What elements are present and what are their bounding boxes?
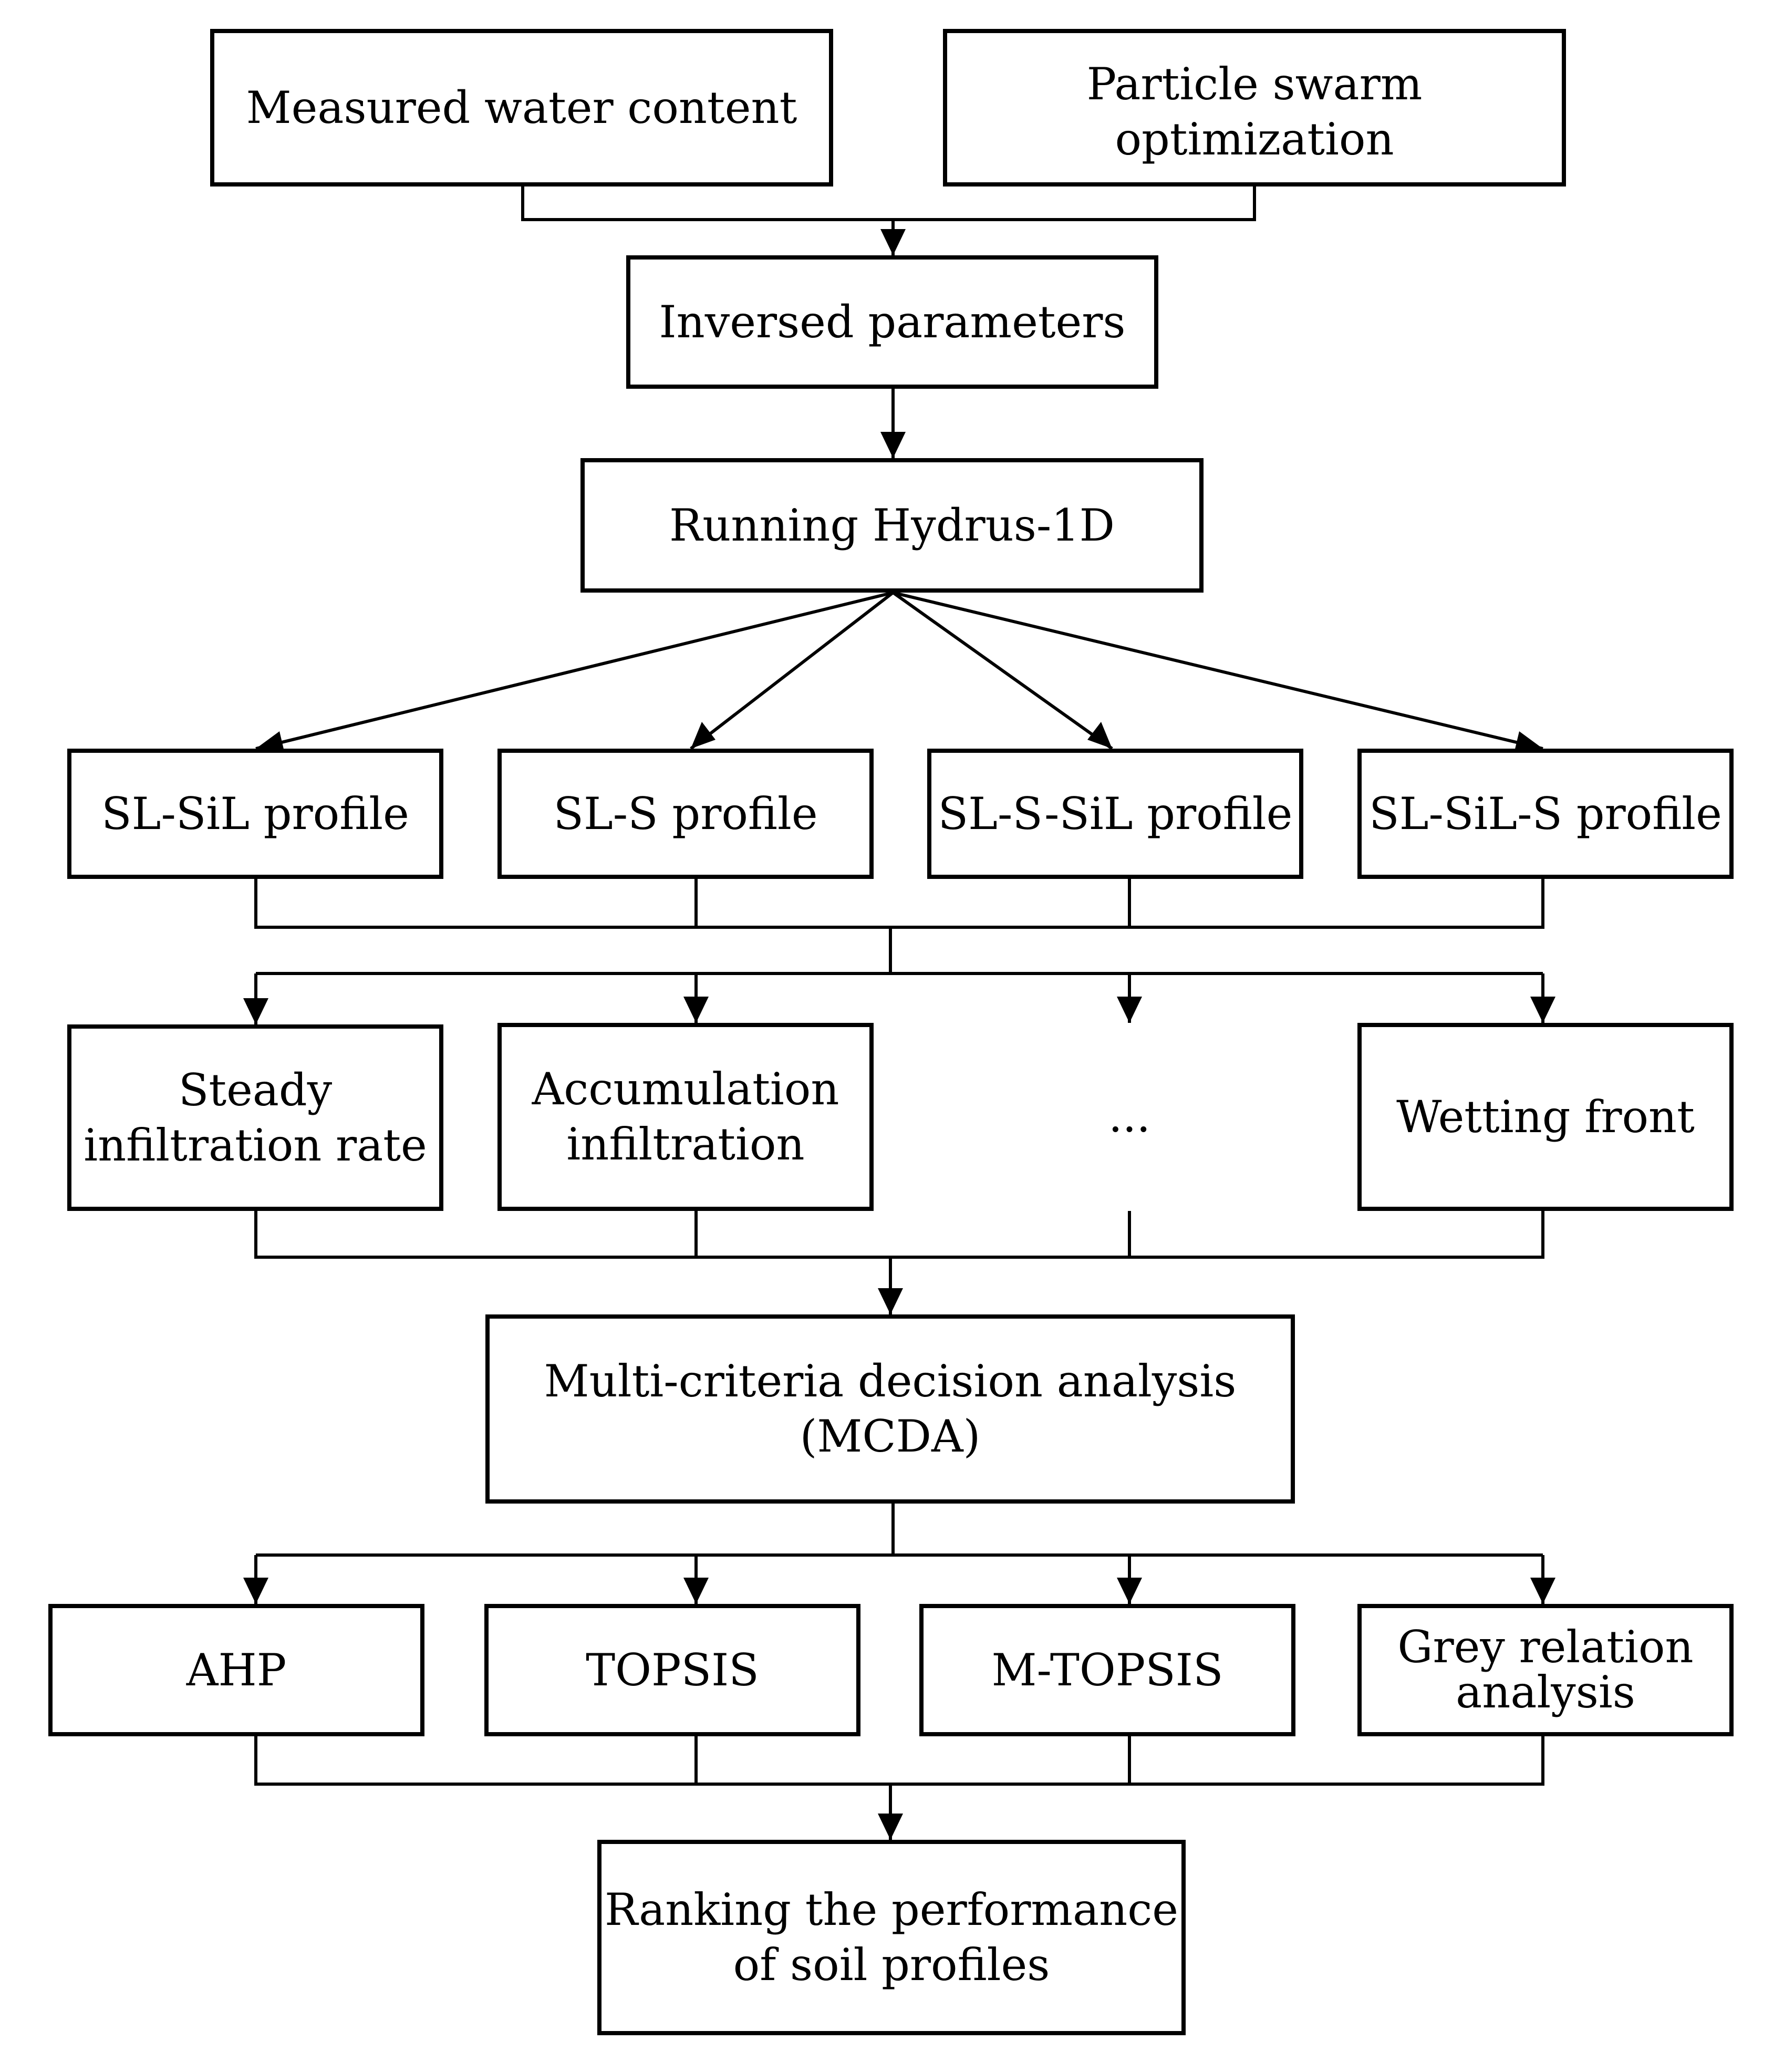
topsis-label: TOPSIS (586, 1644, 759, 1696)
arrow-to-profile-4 (893, 591, 1543, 750)
profile-label: SL-SiL profile (101, 788, 409, 840)
profile-label: SL-SiL-S profile (1369, 788, 1722, 840)
arrowhead (1087, 722, 1112, 749)
inputs-merge-line (521, 187, 1256, 221)
arrow-to-profile-3 (892, 591, 1113, 750)
arrowhead (1530, 1578, 1555, 1604)
arrowhead (1117, 1578, 1142, 1604)
indicators-merge-line (254, 1211, 1544, 1259)
arrowhead (683, 1578, 709, 1604)
ellipsis-text: ... (1108, 1091, 1151, 1142)
profile-box-sl-s: SL-S profile (497, 749, 874, 879)
profiles-merge-line (254, 879, 1544, 929)
particle-swarm-optimization-box: Particle swarm optimization (943, 29, 1566, 187)
running-hydrus-box: Running Hydrus-1D (580, 458, 1204, 593)
arrowhead (256, 731, 285, 753)
arrowhead (683, 997, 709, 1023)
profile-label: SL-S-SiL profile (938, 788, 1293, 840)
arrowhead (878, 1288, 903, 1314)
steady-infiltration-line-1: Steady (178, 1064, 333, 1116)
arrowhead (243, 998, 268, 1024)
measured-water-content-box: Measured water content (210, 29, 833, 187)
profile-label: SL-S profile (553, 788, 818, 840)
particle-swarm-optimization-label: Particle swarm optimization (1086, 58, 1423, 165)
ahp-label: AHP (186, 1644, 287, 1696)
steady-infiltration-line-2: infiltration rate (84, 1119, 427, 1171)
mcda-line-1: Multi-criteria decision analysis (544, 1355, 1237, 1407)
grey-relation-analysis-box: Grey relation analysis (1357, 1604, 1734, 1736)
measured-water-content-label: Measured water content (246, 81, 797, 133)
wetting-front-box: Wetting front (1357, 1023, 1734, 1211)
grey-relation-line-1: Grey relation (1397, 1621, 1694, 1673)
arrow-to-profile-1 (255, 591, 894, 750)
ahp-box: AHP (48, 1604, 424, 1736)
arrowhead (1530, 997, 1555, 1023)
arrowhead (880, 432, 906, 458)
topsis-box: TOPSIS (484, 1604, 860, 1736)
more-indicators-ellipsis: ... (1045, 1077, 1213, 1156)
accumulation-infiltration-box: Accumulation infiltration (497, 1023, 874, 1211)
arrowhead (243, 1578, 268, 1604)
ranking-line-1: Ranking the performance (605, 1884, 1178, 1935)
profile-box-sl-sil: SL-SiL profile (67, 749, 443, 879)
inversed-parameters-label: Inversed parameters (659, 296, 1126, 348)
arrowhead (878, 1814, 903, 1840)
inversed-parameters-box: Inversed parameters (626, 255, 1158, 389)
grey-relation-line-2: analysis (1456, 1666, 1635, 1718)
accumulation-infiltration-line-2: infiltration (566, 1118, 805, 1170)
methods-merge-line (254, 1736, 1544, 1786)
wetting-front-label: Wetting front (1396, 1091, 1695, 1143)
arrowhead (691, 722, 715, 749)
profile-box-sl-s-sil: SL-S-SiL profile (927, 749, 1303, 879)
mcda-line-2: (MCDA) (800, 1411, 981, 1462)
ranking-box: Ranking the performance of soil profiles (597, 1840, 1186, 2035)
arrowhead (1514, 731, 1543, 753)
steady-infiltration-rate-box: Steady infiltration rate (67, 1024, 443, 1211)
profile-box-sl-sil-s: SL-SiL-S profile (1357, 749, 1734, 879)
arrow-to-profile-2 (690, 591, 894, 750)
m-topsis-label: M-TOPSIS (991, 1644, 1223, 1696)
mcda-box: Multi-criteria decision analysis (MCDA) (485, 1314, 1295, 1504)
running-hydrus-label: Running Hydrus-1D (669, 499, 1115, 551)
arrowhead (880, 229, 906, 255)
accumulation-infiltration-line-1: Accumulation (532, 1063, 839, 1115)
m-topsis-box: M-TOPSIS (919, 1604, 1295, 1736)
arrowhead (1117, 997, 1142, 1023)
ranking-line-2: of soil profiles (733, 1939, 1050, 1991)
